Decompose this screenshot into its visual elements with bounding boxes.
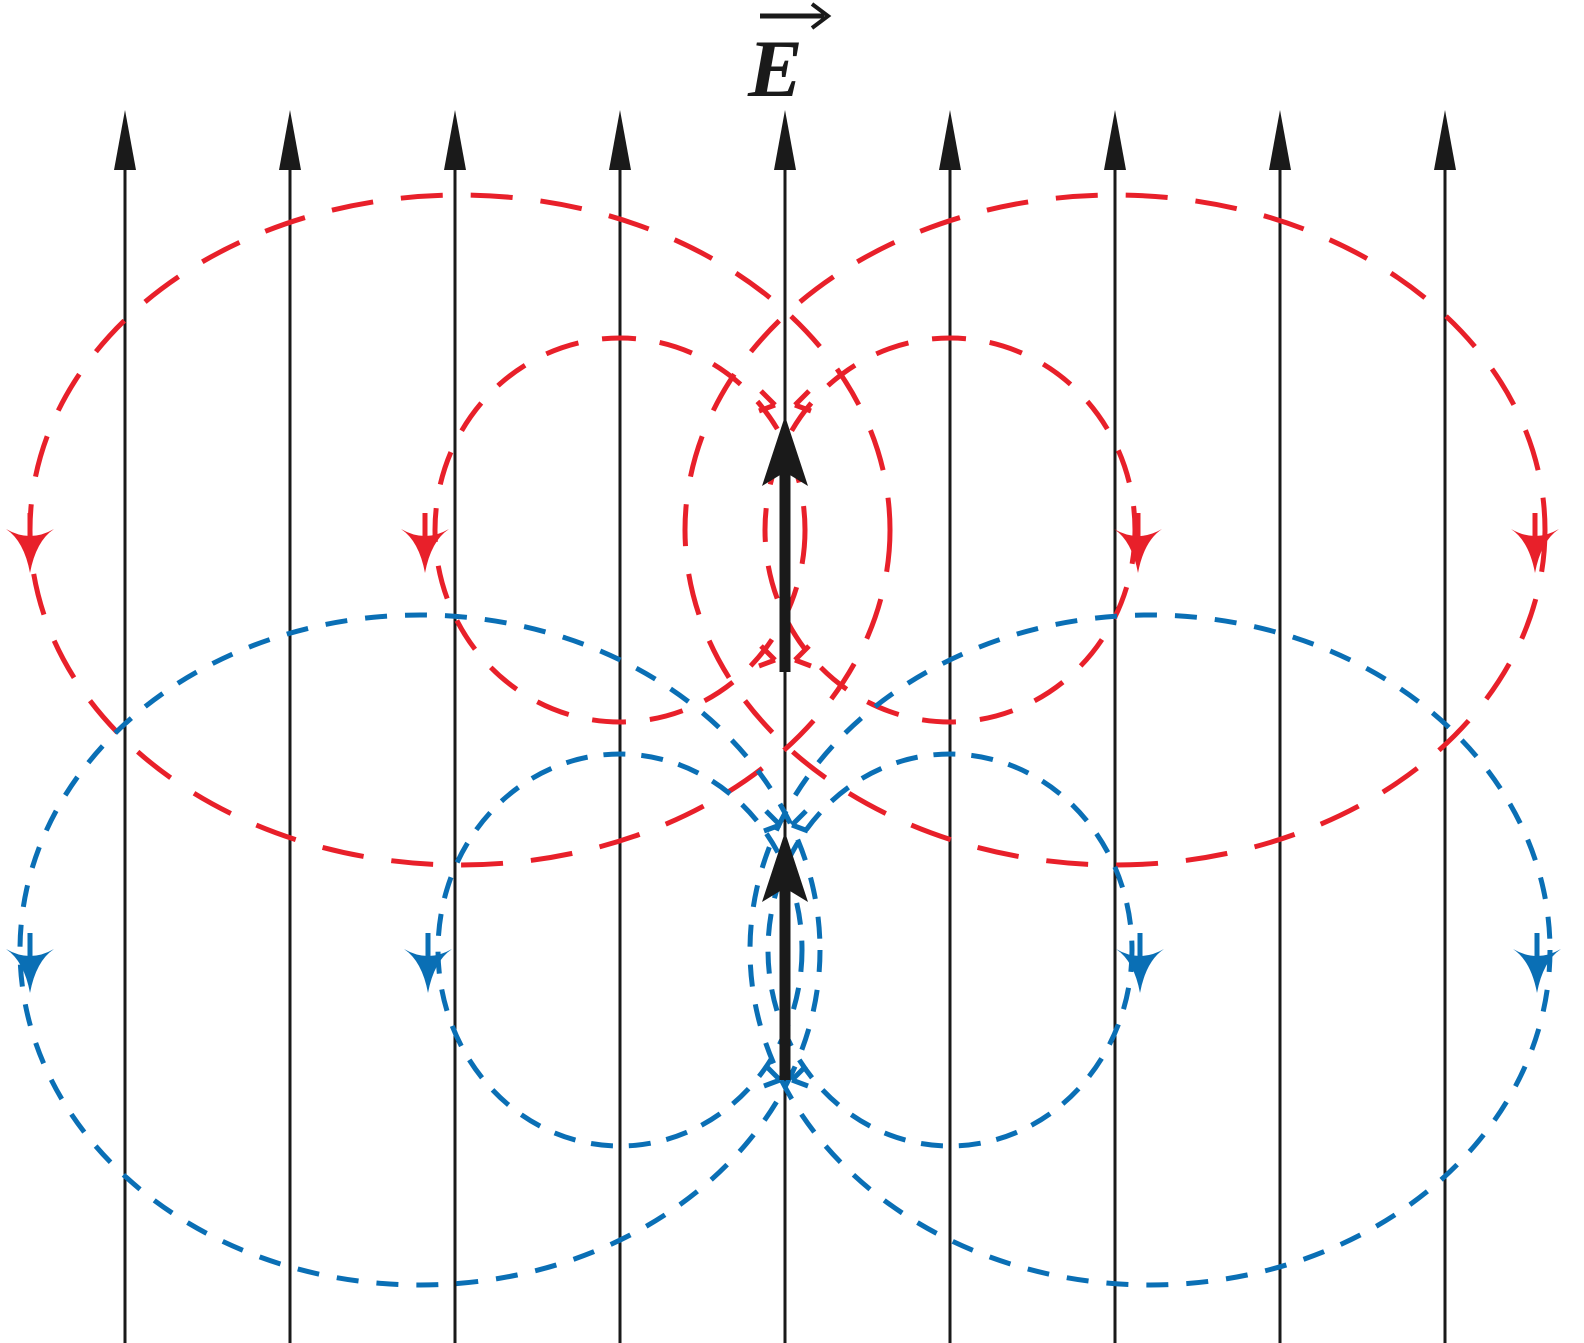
red-barb-icon	[758, 644, 777, 669]
red-down-arrow-icon	[6, 513, 54, 573]
field-line	[279, 110, 301, 1343]
field-line	[444, 110, 466, 1343]
field-symbol-text: E	[747, 23, 803, 114]
blue-down-arrow-icon	[404, 933, 452, 993]
dipole-up-arrow-icon	[762, 416, 808, 486]
red-down-arrow-icon	[1511, 513, 1559, 573]
up-arrow-icon	[1104, 110, 1126, 170]
red-loop-inner-left	[432, 335, 808, 725]
blue-loop-inner-left	[435, 751, 805, 1149]
field-line	[114, 110, 136, 1343]
up-arrow-icon	[1269, 110, 1291, 170]
field-line	[774, 110, 796, 1343]
field-line	[1269, 110, 1291, 1343]
red-barb-icon	[758, 389, 777, 414]
up-arrow-icon	[774, 110, 796, 170]
up-arrow-icon	[609, 110, 631, 170]
red-field-loops	[6, 192, 1559, 868]
blue-barb-icon	[763, 1064, 782, 1089]
red-loop-outer-right	[682, 192, 1548, 868]
up-arrow-icon	[279, 110, 301, 170]
vector-arrow-icon	[760, 2, 832, 30]
blue-loop-outer-right	[747, 612, 1553, 1288]
blue-loop-outer-left	[17, 612, 823, 1288]
blue-down-arrow-icon	[1116, 933, 1164, 993]
dipole-up-arrow-icon	[762, 832, 808, 902]
up-arrow-icon	[114, 110, 136, 170]
field-line	[609, 110, 631, 1343]
dipole-lower	[762, 832, 808, 1080]
dipole-arrows	[762, 416, 808, 1080]
field-line	[1434, 110, 1456, 1343]
red-barb-icon	[793, 644, 812, 669]
up-arrow-icon	[1434, 110, 1456, 170]
field-label-e: E	[747, 2, 832, 114]
blue-barb-icon	[763, 809, 782, 834]
blue-barb-icon	[790, 809, 809, 834]
blue-down-arrow-icon	[6, 933, 54, 993]
red-down-arrow-icon	[401, 513, 449, 573]
dipole-upper	[762, 416, 808, 672]
red-loop-outer-left	[27, 192, 893, 868]
blue-barb-icon	[790, 1064, 809, 1089]
up-arrow-icon	[939, 110, 961, 170]
blue-down-arrow-icon	[1513, 933, 1561, 993]
red-barb-icon	[793, 389, 812, 414]
red-loop-inner-right	[762, 335, 1138, 725]
field-line	[1104, 110, 1126, 1343]
red-down-arrow-icon	[1114, 513, 1162, 573]
blue-field-loops	[6, 612, 1561, 1288]
field-line	[939, 110, 961, 1343]
up-arrow-icon	[444, 110, 466, 170]
uniform-field-lines	[114, 110, 1456, 1343]
blue-loop-inner-right	[765, 751, 1135, 1149]
